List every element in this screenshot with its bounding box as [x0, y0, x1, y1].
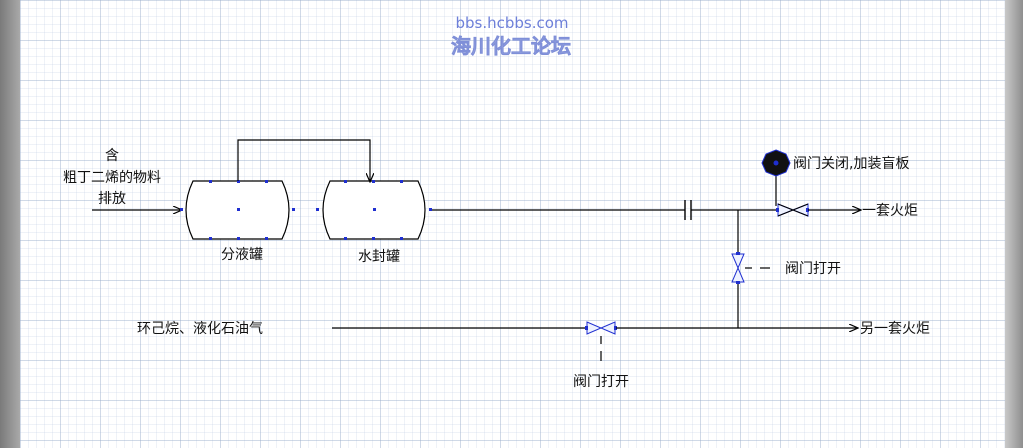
drawing-canvas[interactable]: [20, 0, 1005, 448]
valve-open-bottom-label: 阀门打开: [573, 373, 629, 390]
valve-closed-note: 阀门关闭,加装盲板: [793, 155, 909, 172]
feed1-label-line2: 粗丁二烯的物料: [63, 170, 161, 186]
separator-tank[interactable]: [180, 180, 295, 240]
closed-valve-with-blind[interactable]: [775, 173, 809, 217]
open-valve-right[interactable]: [731, 252, 745, 284]
water-seal-tank[interactable]: [316, 180, 432, 240]
feed2-label: 环己烷、液化石油气: [137, 321, 263, 337]
separator-tank-label: 分液罐: [221, 247, 263, 263]
seal-tank-label: 水封罐: [358, 249, 400, 265]
feed1-label-line3: 排放: [98, 191, 126, 207]
window-right-margin: [1005, 0, 1023, 448]
connection-points: [180, 180, 295, 240]
tank-center-point: [373, 208, 376, 211]
flare-2-label: 另一套火炬: [860, 321, 930, 337]
blind-flange[interactable]: [684, 200, 692, 220]
feed1-label-line1: 含: [105, 148, 119, 164]
watermark-site-name: 海川化工论坛: [451, 34, 571, 58]
flare-1-label: 一套火炬: [862, 203, 918, 219]
watermark-url: bbs.hcbbs.com: [455, 14, 568, 32]
open-valve-bottom[interactable]: [585, 321, 617, 335]
valve-open-right-label: 阀门打开: [785, 260, 841, 277]
tank-center-point: [237, 208, 240, 211]
blind-plate-icon: [761, 149, 791, 177]
tank-transfer-pipe[interactable]: [237, 139, 370, 182]
window-left-margin: [0, 0, 20, 448]
